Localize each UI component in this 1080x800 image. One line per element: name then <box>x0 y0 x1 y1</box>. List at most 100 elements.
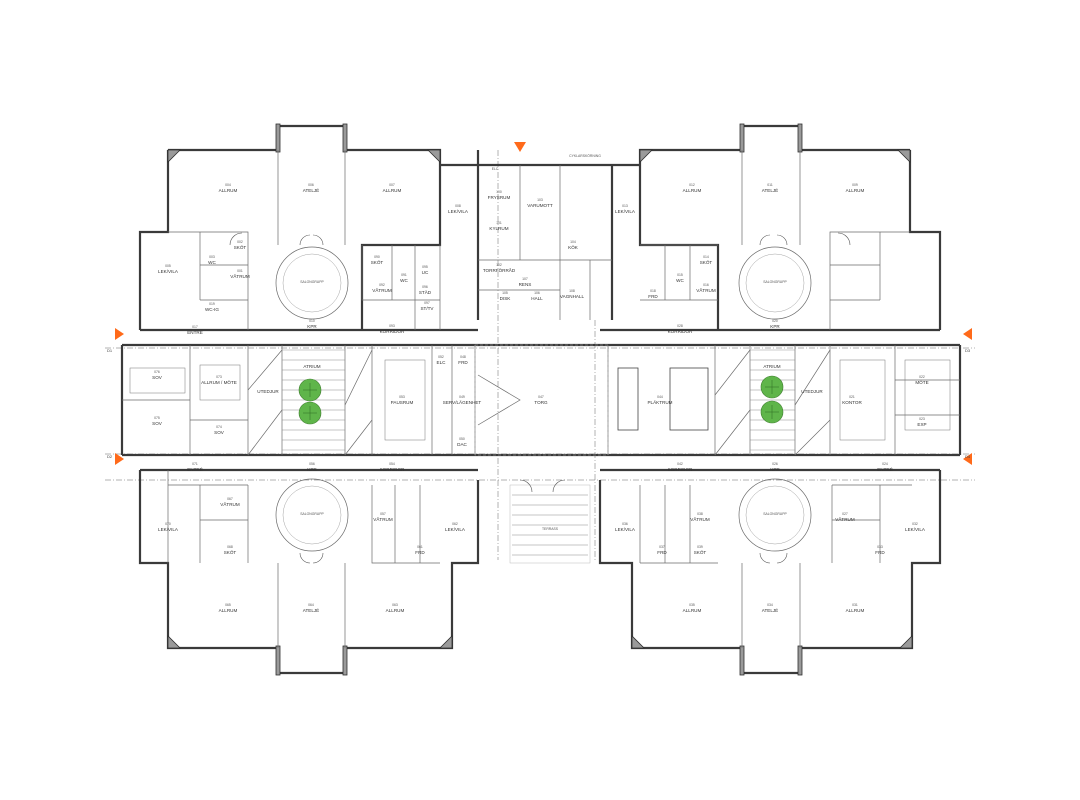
svg-text:EXP: EXP <box>917 422 926 427</box>
svg-text:076: 076 <box>154 370 160 374</box>
svg-text:LEK/VILA: LEK/VILA <box>615 209 636 214</box>
svg-text:015: 015 <box>677 273 683 277</box>
grid-axes <box>105 150 975 560</box>
salon-label: SALONGRUPP <box>763 280 787 284</box>
atrium-hatching <box>247 349 831 456</box>
svg-text:016: 016 <box>703 283 709 287</box>
salon-label: SALONGRUPP <box>300 280 324 284</box>
svg-text:054: 054 <box>389 462 395 466</box>
corner-infill <box>167 123 913 676</box>
svg-text:KORRIDOR: KORRIDOR <box>668 329 693 334</box>
svg-text:013: 013 <box>622 204 628 208</box>
svg-text:048: 048 <box>460 355 466 359</box>
svg-text:KONTOR: KONTOR <box>842 400 862 405</box>
svg-text:KPR: KPR <box>770 467 780 472</box>
svg-text:SOV: SOV <box>152 375 163 380</box>
svg-text:KORRIDOR: KORRIDOR <box>380 467 405 472</box>
svg-text:032: 032 <box>912 522 918 526</box>
svg-text:FRD: FRD <box>875 550 885 555</box>
svg-text:042: 042 <box>677 462 683 466</box>
svg-text:KORRIDOR: KORRIDOR <box>668 467 693 472</box>
svg-text:DISK: DISK <box>500 296 512 301</box>
svg-text:012: 012 <box>689 183 695 187</box>
svg-text:KÖK: KÖK <box>568 244 579 250</box>
svg-text:017: 017 <box>192 325 198 329</box>
svg-text:VAGNHALL: VAGNHALL <box>560 294 585 299</box>
svg-text:061: 061 <box>417 545 423 549</box>
svg-text:107: 107 <box>522 277 528 281</box>
svg-text:ALLRUM: ALLRUM <box>683 608 702 613</box>
svg-text:ST/TV: ST/TV <box>420 306 434 311</box>
svg-text:FRD: FRD <box>648 294 658 299</box>
svg-text:VARUMOTT: VARUMOTT <box>527 203 553 208</box>
svg-text:VÅTRUM: VÅTRUM <box>690 516 710 522</box>
svg-text:018: 018 <box>650 289 656 293</box>
svg-text:SKÖT: SKÖT <box>234 244 247 250</box>
axis-label: D1 <box>107 348 113 353</box>
svg-text:044: 044 <box>657 395 663 399</box>
svg-text:035: 035 <box>689 603 695 607</box>
svg-text:LEK/VILA: LEK/VILA <box>158 527 179 532</box>
svg-text:036: 036 <box>622 522 628 526</box>
interior-walls <box>122 150 960 648</box>
door-swings <box>229 232 851 564</box>
svg-text:ATELJÉ: ATELJÉ <box>762 187 779 193</box>
svg-text:VÅTRUM: VÅTRUM <box>696 287 716 293</box>
svg-text:033: 033 <box>877 545 883 549</box>
svg-text:TORG: TORG <box>534 400 548 405</box>
svg-text:065: 065 <box>225 603 231 607</box>
svg-text:022: 022 <box>919 375 925 379</box>
svg-text:007: 007 <box>389 183 395 187</box>
svg-text:WC: WC <box>400 278 408 283</box>
svg-text:KORRIDOR: KORRIDOR <box>380 329 405 334</box>
svg-text:ALLRUM: ALLRUM <box>846 188 865 193</box>
svg-text:047: 047 <box>538 395 544 399</box>
svg-text:024: 024 <box>882 462 888 466</box>
svg-text:101: 101 <box>496 221 502 225</box>
svg-text:ALLRUM: ALLRUM <box>219 608 238 613</box>
svg-text:SKÖT: SKÖT <box>700 259 713 265</box>
svg-text:PLÄKTRUM: PLÄKTRUM <box>647 399 672 405</box>
svg-text:014: 014 <box>703 255 709 259</box>
elc-label: ELC <box>492 167 499 171</box>
svg-text:KPR: KPR <box>307 467 317 472</box>
svg-text:093: 093 <box>389 324 395 328</box>
svg-text:023: 023 <box>919 417 925 421</box>
svg-text:074: 074 <box>216 425 222 429</box>
svg-text:106: 106 <box>534 291 540 295</box>
